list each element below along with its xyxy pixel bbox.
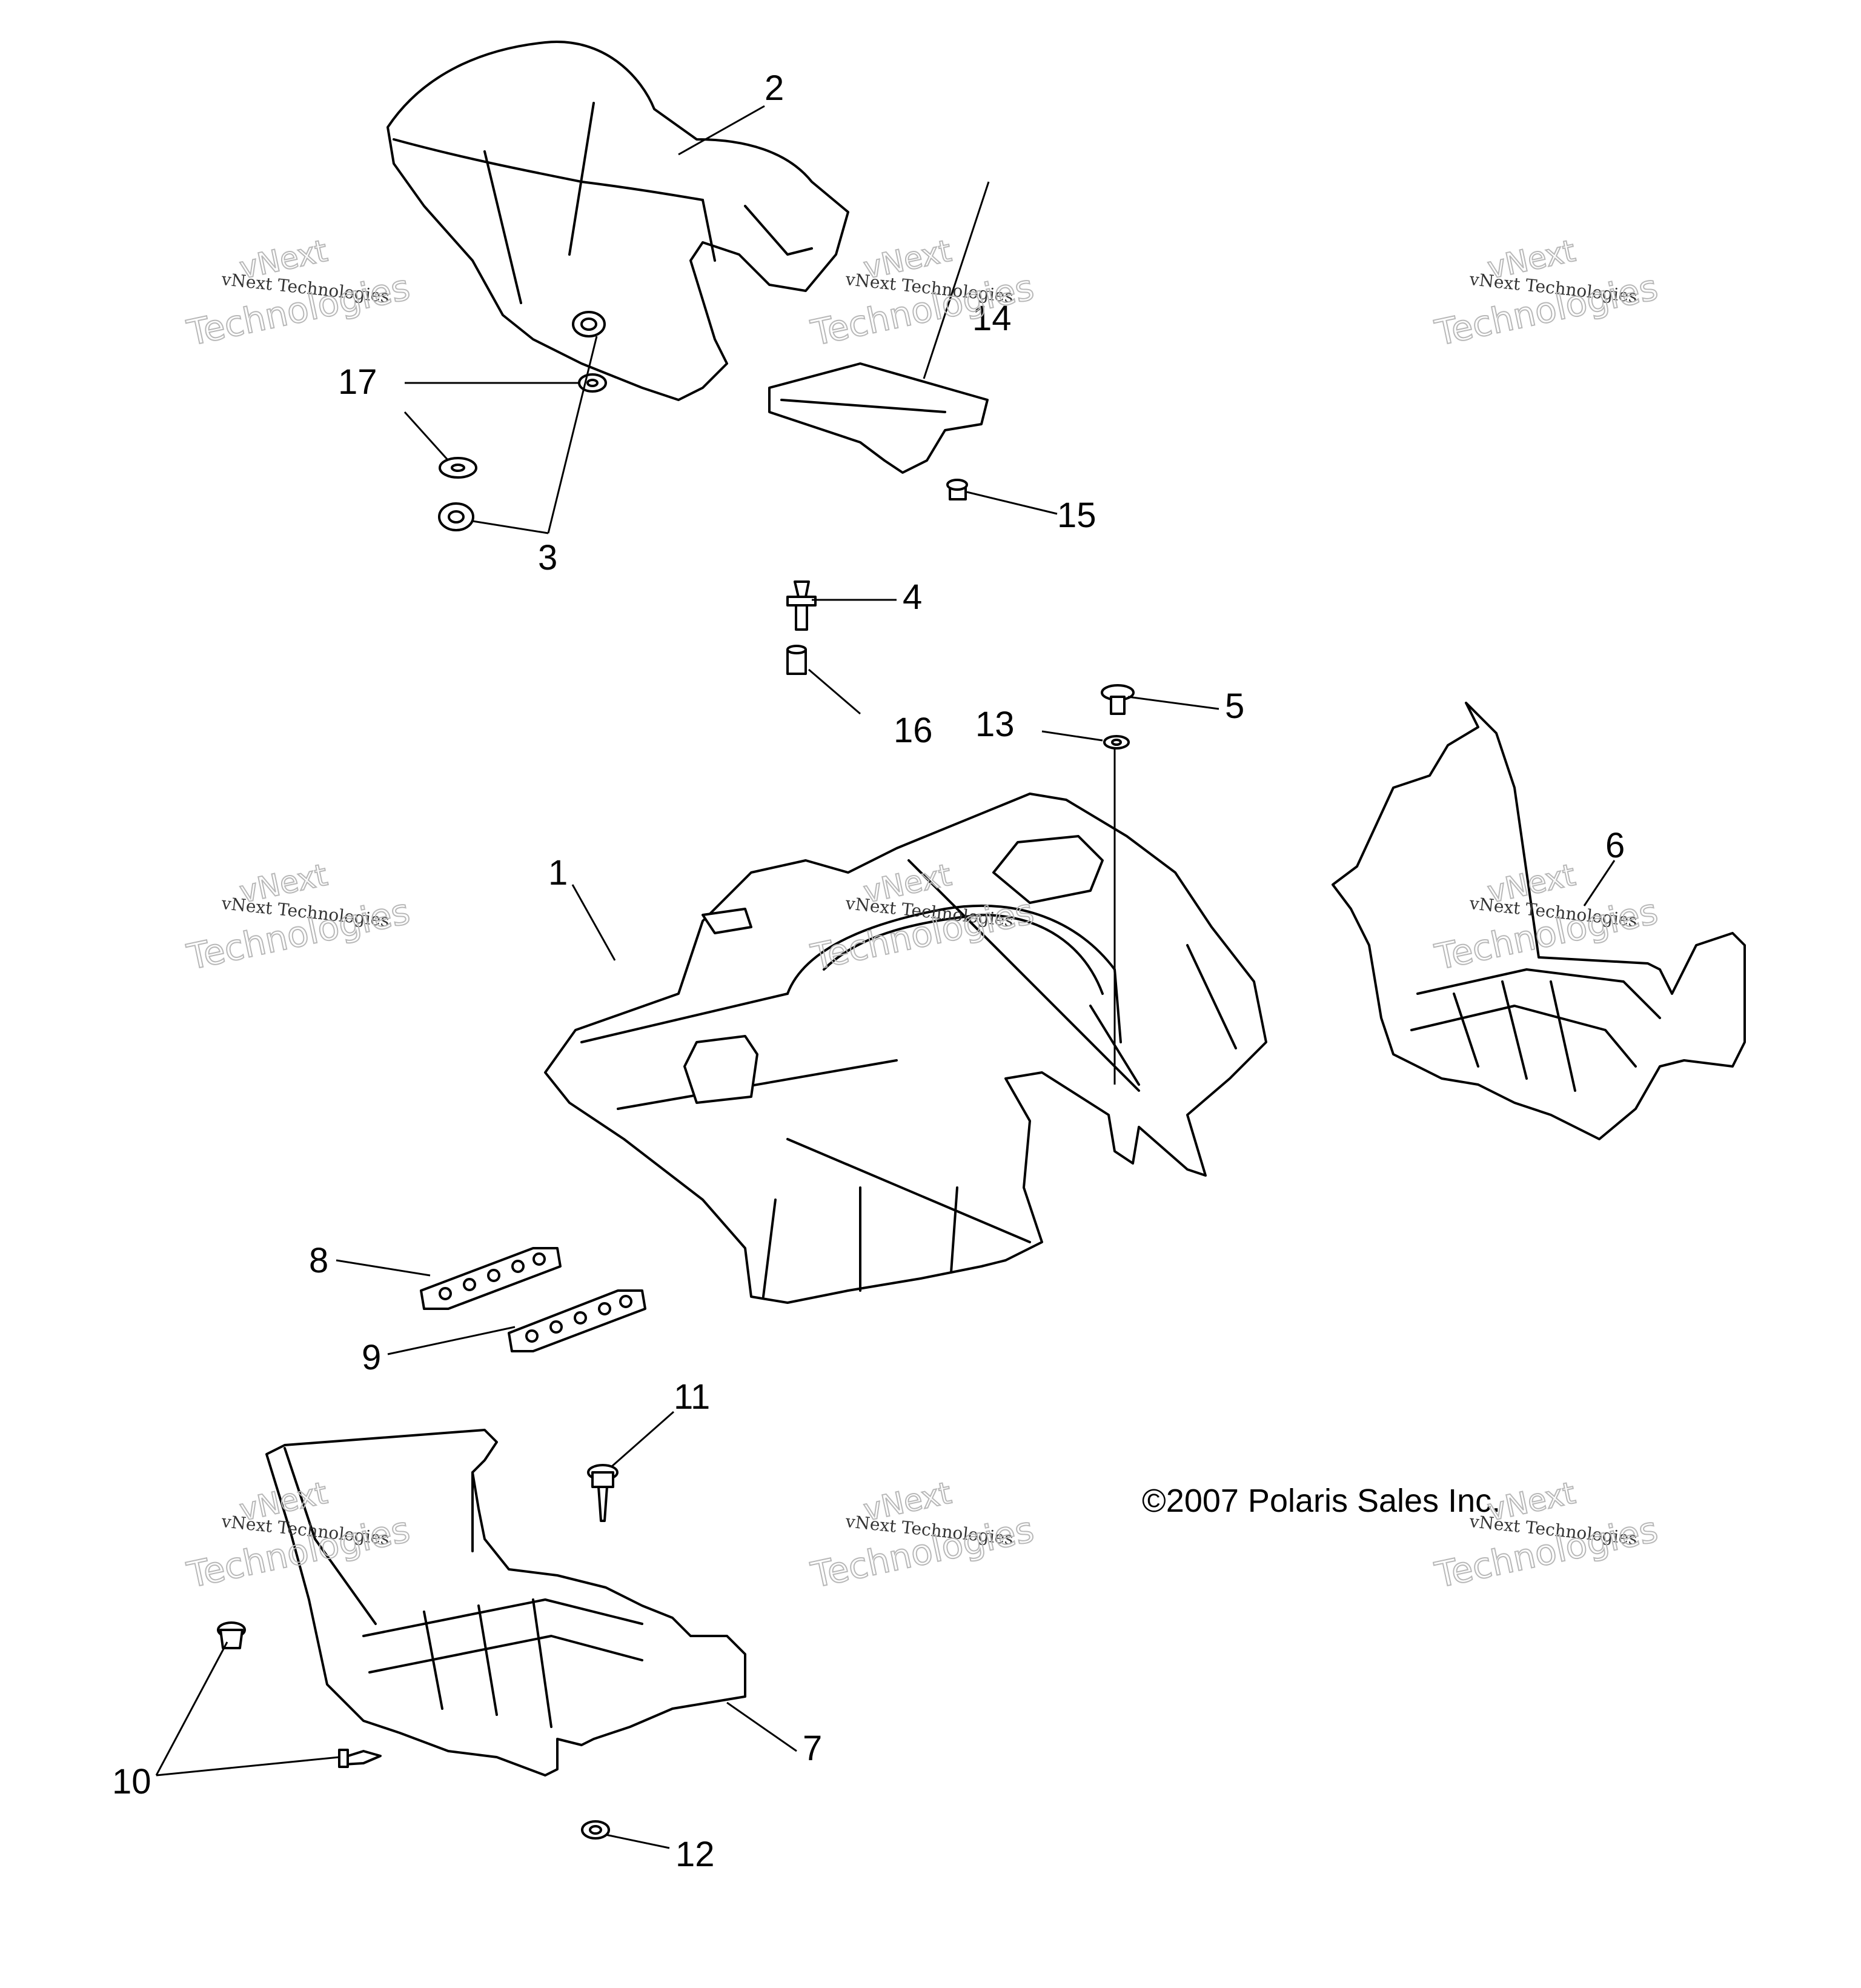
callout-2: 2 [765, 68, 784, 108]
callout-14: 14 [972, 299, 1012, 338]
bushing[interactable] [786, 645, 807, 675]
washer-17[interactable] [439, 373, 607, 479]
callout-4: 4 [903, 577, 922, 617]
callout-10: 10 [112, 1762, 151, 1801]
callout-labels: 1 2 3 4 5 6 7 8 9 10 11 12 13 14 15 16 1… [112, 68, 1625, 1874]
seat-latch-cover[interactable] [768, 362, 989, 474]
callout-9: 9 [362, 1338, 381, 1377]
watermark-8: vNext vNext Technologies Technologies [807, 1475, 1038, 1597]
callout-8: 8 [309, 1241, 328, 1280]
right-footwell[interactable] [265, 1429, 746, 1777]
callout-17: 17 [338, 362, 377, 402]
watermark-3: vNext vNext Technologies Technologies [1431, 233, 1662, 354]
screw-15[interactable] [946, 479, 968, 500]
bolt[interactable] [587, 1464, 619, 1522]
footrest-9[interactable] [508, 1289, 646, 1352]
copyright-notice: ©2007 Polaris Sales Inc. [1142, 1483, 1501, 1519]
push-rivet[interactable] [786, 580, 817, 631]
screw[interactable] [1101, 684, 1135, 715]
callout-5: 5 [1225, 686, 1244, 726]
callout-1: 1 [548, 853, 568, 893]
seat[interactable] [386, 41, 849, 401]
leader-lines [155, 105, 1616, 1849]
callout-16: 16 [894, 711, 933, 750]
callout-11: 11 [674, 1377, 710, 1417]
callout-12: 12 [675, 1835, 715, 1874]
nut[interactable] [438, 311, 606, 531]
left-footwell[interactable] [1332, 702, 1746, 1140]
washer[interactable] [1103, 735, 1130, 750]
footrest-8[interactable] [420, 1247, 562, 1310]
callout-6: 6 [1605, 826, 1625, 865]
callout-7: 7 [803, 1729, 822, 1768]
callout-15: 15 [1057, 496, 1096, 535]
callout-3: 3 [538, 538, 557, 577]
watermark-4: vNext vNext Technologies Technologies [183, 857, 414, 979]
callout-13: 13 [975, 705, 1015, 744]
watermark-1: vNext vNext Technologies Technologies [183, 233, 414, 354]
fender-mount-bumps [683, 835, 1104, 1104]
nut-12[interactable] [581, 1820, 610, 1840]
